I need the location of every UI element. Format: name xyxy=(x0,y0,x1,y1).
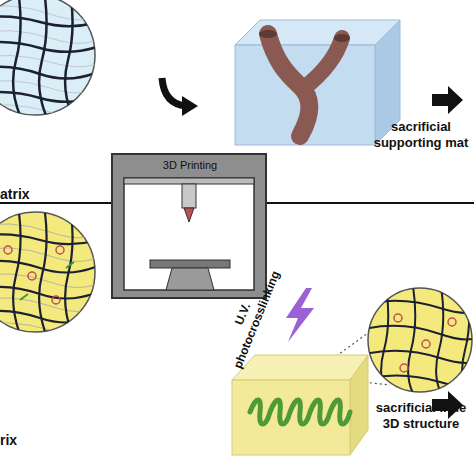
caption-text: rix xyxy=(0,432,60,450)
molecule xyxy=(56,246,64,254)
molecule xyxy=(394,314,402,322)
mesh xyxy=(0,0,110,120)
nozzle xyxy=(184,208,194,222)
printer-outline xyxy=(110,152,270,302)
block-arrow xyxy=(432,86,463,114)
matrix-circle xyxy=(0,205,110,340)
tube-branch xyxy=(304,38,342,88)
mesh xyxy=(0,205,110,340)
tube-opening xyxy=(334,34,350,42)
build-plate xyxy=(150,260,230,268)
molecule xyxy=(400,364,408,372)
supporting-block xyxy=(235,20,400,145)
caption-text: sacrificial supporting mat xyxy=(368,119,474,152)
fibres xyxy=(0,224,110,335)
curved-arrow xyxy=(162,78,198,116)
block-top xyxy=(235,20,400,45)
mesh-rows xyxy=(0,234,110,322)
inner-structure-block xyxy=(232,355,368,455)
arrow-head xyxy=(182,96,198,116)
molecule xyxy=(422,340,430,348)
printer-label: 3D Printing xyxy=(110,159,270,171)
zoom-circle xyxy=(360,280,474,400)
tube-opening xyxy=(259,30,277,38)
molecule xyxy=(4,246,12,254)
matrix-circle xyxy=(0,0,110,120)
mesh xyxy=(360,280,474,400)
uv-lightning xyxy=(286,288,314,342)
print-head xyxy=(182,184,196,208)
crosslinker xyxy=(20,262,74,300)
block-side xyxy=(350,355,368,455)
mesh-cols xyxy=(0,0,74,120)
printer-rail xyxy=(124,178,254,184)
molecule xyxy=(52,296,60,304)
printer-opening xyxy=(124,178,254,290)
printer-frame xyxy=(112,154,266,298)
block-front xyxy=(232,380,350,455)
molecule xyxy=(448,318,456,326)
printer-box: 3D Printing xyxy=(110,152,270,302)
block-top xyxy=(232,355,368,380)
mesh-rows xyxy=(360,300,474,387)
molecule xyxy=(28,272,36,280)
helix xyxy=(250,400,350,424)
plate-stand xyxy=(166,268,214,290)
caption-text: atrix xyxy=(0,186,60,204)
caption-text: sacrificial inne 3D structure xyxy=(368,400,474,433)
mesh-cols xyxy=(381,280,471,400)
mesh-cols xyxy=(0,205,74,340)
